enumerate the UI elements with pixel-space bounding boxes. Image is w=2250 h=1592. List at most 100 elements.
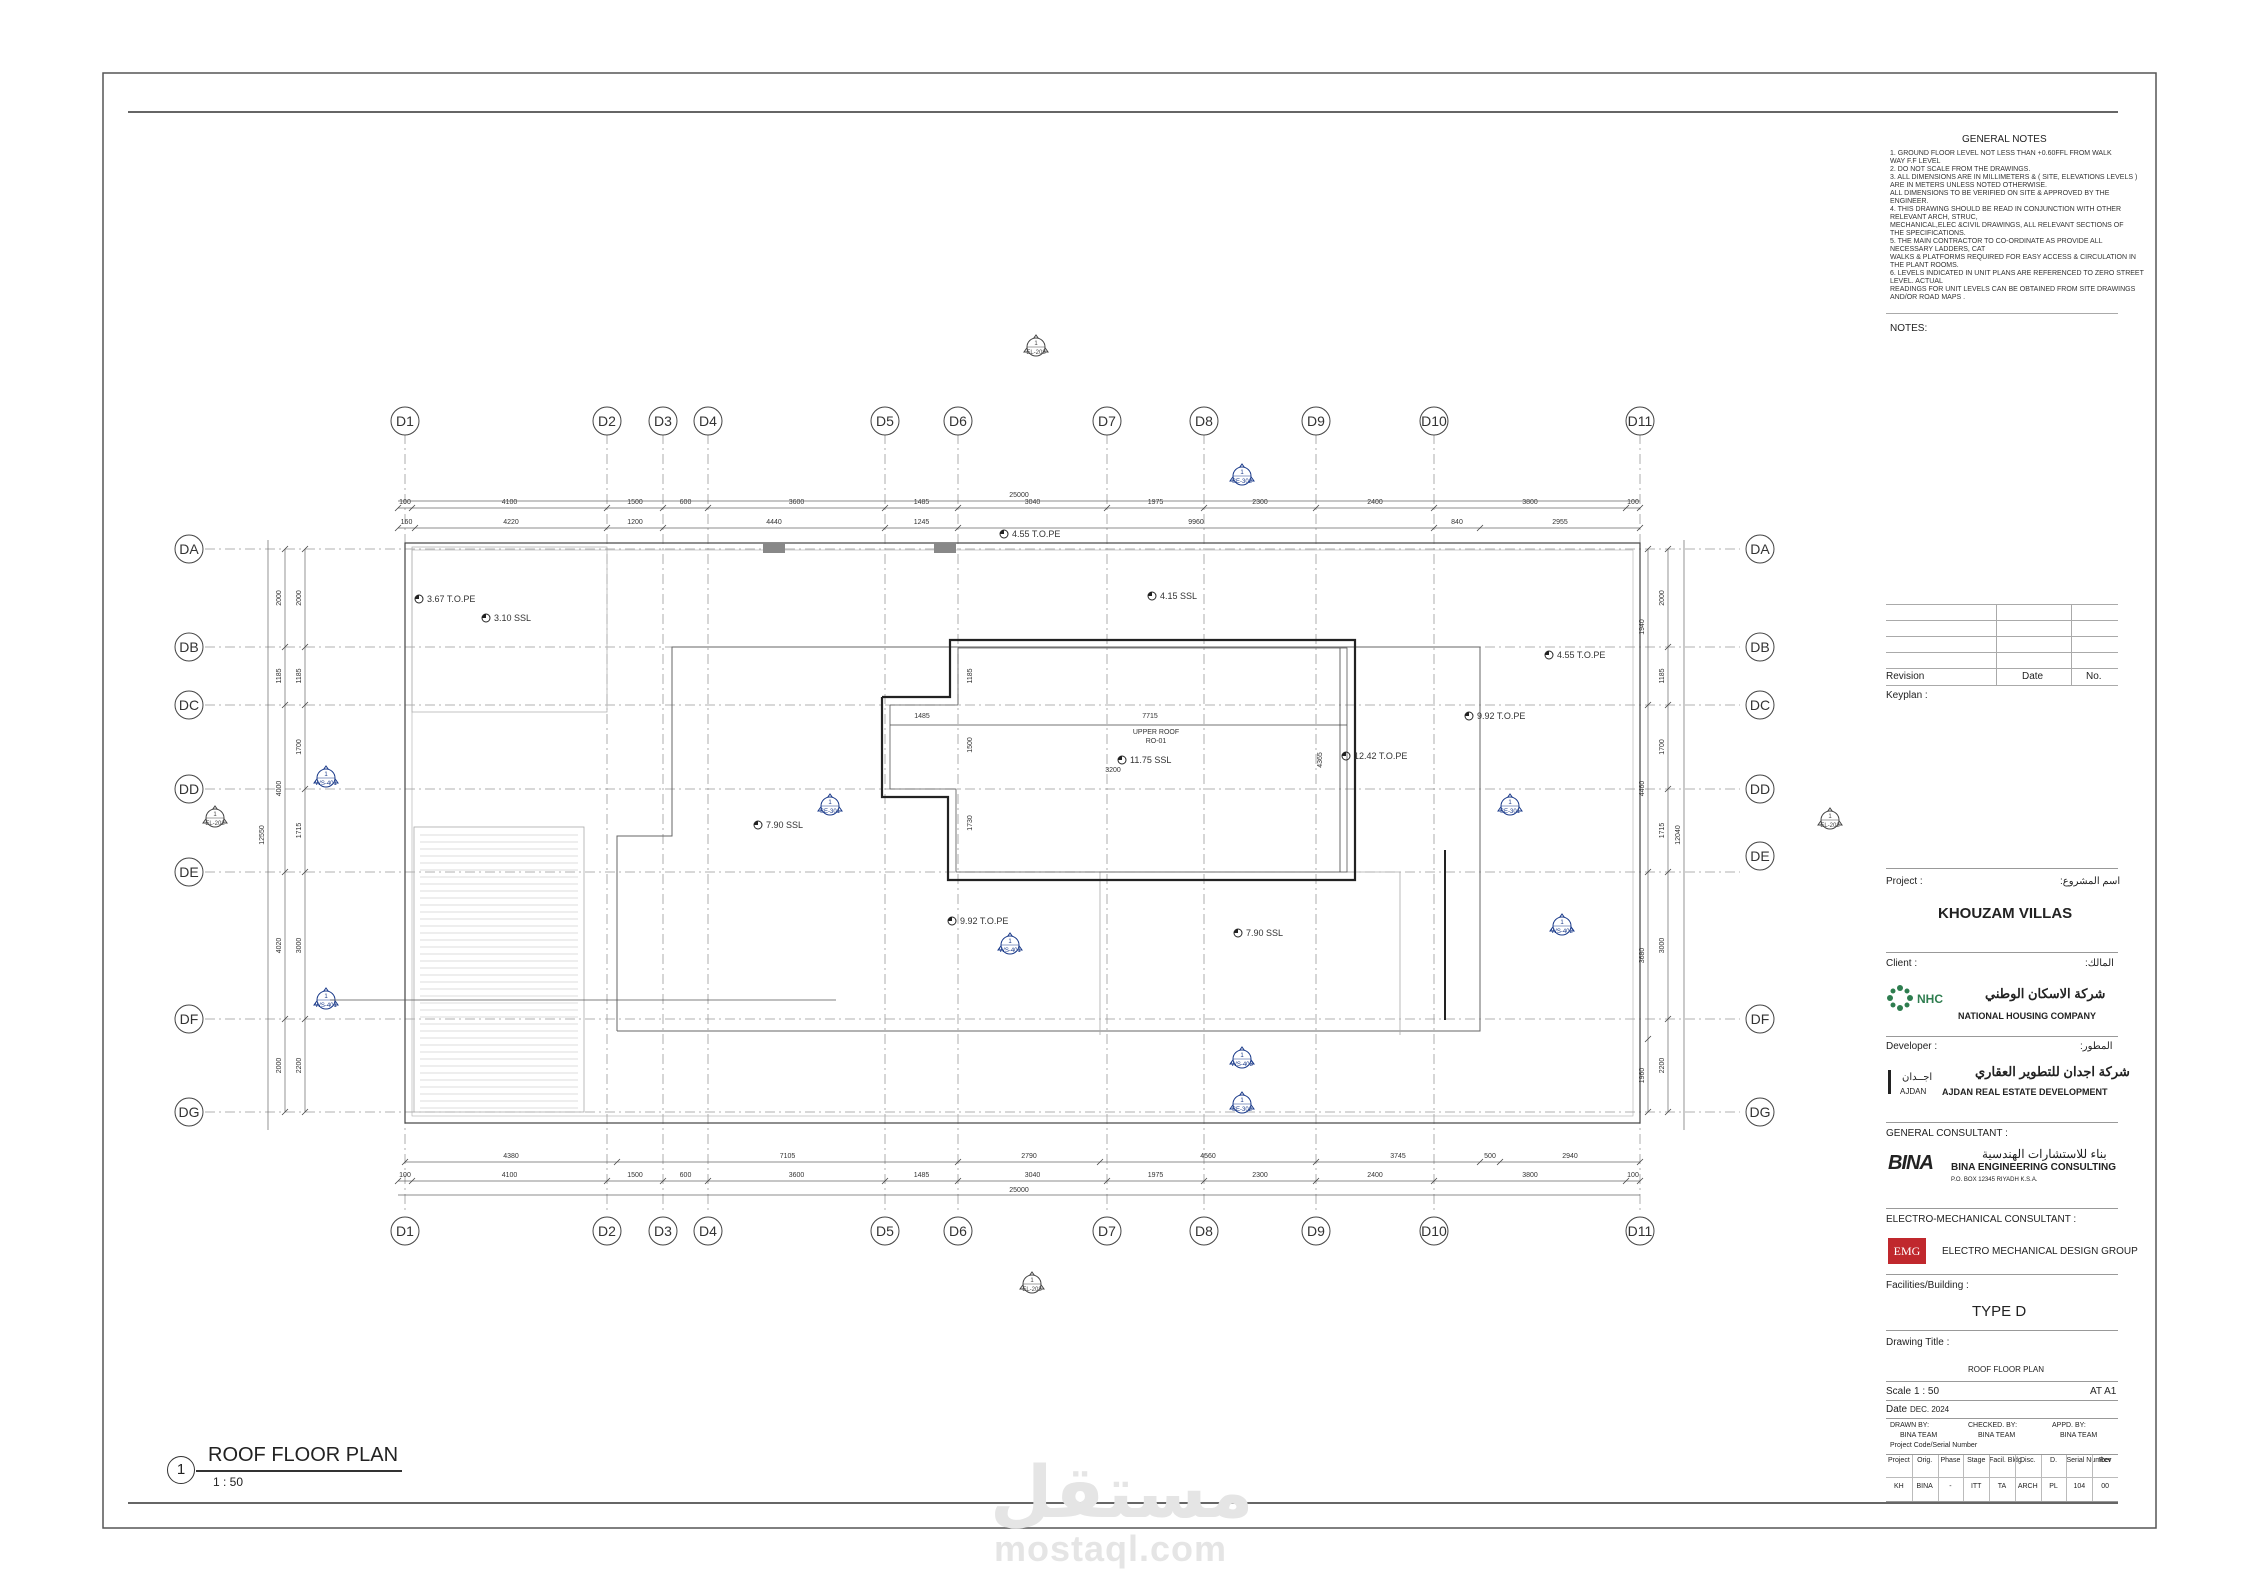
notes-label: NOTES: — [1890, 323, 1928, 334]
grid-bubble-bottom — [693, 1216, 723, 1246]
em-consultant-label: ELECTRO-MECHANICAL CONSULTANT : — [1886, 1214, 2077, 1225]
dim-top-row2-tick — [1476, 524, 1484, 532]
dim-right-inner-chain-tick — [1644, 1108, 1652, 1116]
grid-bubble-bottom-label: D1 — [396, 1223, 414, 1239]
dim-top-row2-value: 160 — [401, 519, 413, 526]
grid-bubble-bottom-label: D7 — [1098, 1223, 1116, 1239]
section-tag-icon-ref: EL-202 — [1820, 823, 1840, 829]
section-tag-icon-ref: WS-403 — [1231, 1062, 1253, 1068]
section-tag-icon-number: 1 — [324, 994, 328, 1000]
dim-bottom-row2-value: 2400 — [1367, 1172, 1383, 1179]
dim-left-outer-chain-value: 1185 — [296, 668, 303, 683]
consultant-details: P.O. BOX 12345 RIYADH K.S.A. — [1951, 1177, 2038, 1183]
nhc-logo-text: NHC — [1917, 992, 1943, 1006]
general-note-line: 1. GROUND FLOOR LEVEL NOT LESS THAN +0.6… — [1890, 150, 2112, 157]
dim-bottom-row2-value: 3040 — [1025, 1172, 1041, 1179]
serial-value-cell: TA — [1997, 1483, 2007, 1490]
dim-bottom-row2-value: 1485 — [914, 1172, 930, 1179]
view-title: ROOF FLOOR PLAN — [208, 1444, 399, 1466]
date-label: Date — [1886, 1404, 1908, 1415]
dim-bottom-row2-tick — [704, 1177, 712, 1185]
checked-by: BINA TEAM — [1978, 1432, 2016, 1439]
level-marker-fill — [1545, 651, 1549, 655]
dim-right-chain-tick — [1664, 643, 1672, 651]
grid-bubble-bottom — [592, 1216, 622, 1246]
dim-left-outer-chain-value: 1715 — [296, 823, 303, 839]
ajdan-logo-text: AJDAN — [1900, 1087, 1927, 1096]
grid-bubble-right — [1745, 1004, 1775, 1034]
grid-bubble-top — [1301, 406, 1331, 436]
dim-left-outer-chain-tick — [301, 643, 309, 651]
dim-bottom-row2-tick — [659, 1177, 667, 1185]
serial-value-cell: ARCH — [2017, 1483, 2038, 1490]
grid-bubble-bottom-label: D8 — [1195, 1223, 1213, 1239]
level-marker-fill — [1148, 592, 1152, 596]
serial-value-cell: 104 — [2073, 1483, 2086, 1490]
ajdan-logo-ar: اجــدان — [1902, 1072, 1933, 1083]
dim-top-row2-tick — [394, 524, 402, 532]
serial-value-cell: - — [1949, 1483, 1952, 1490]
dim-top-row1-tick — [954, 504, 962, 512]
grid-bubble-bottom — [870, 1216, 900, 1246]
level-label: 11.75 SSL — [1130, 755, 1171, 765]
level-label: 4.55 T.O.PE — [1012, 529, 1060, 539]
dim-right-chain-tick — [1664, 785, 1672, 793]
dim-left-outer-chain-tick — [301, 1015, 309, 1023]
dim-right-inner-chain-value: 4460 — [1639, 781, 1646, 797]
grid-bubble-left-label: DF — [180, 1011, 199, 1027]
grid-bubble-bottom-label: D10 — [1421, 1223, 1447, 1239]
grid-bubble-top-label: D7 — [1098, 413, 1116, 429]
dim-bottom-row1-tick — [401, 1158, 409, 1166]
dim-right-inner-chain-tick — [1644, 701, 1652, 709]
grid-bubble-right — [1745, 841, 1775, 871]
dim-left-outer-chain-tick — [301, 545, 309, 553]
parapet-inner — [411, 549, 1634, 1117]
grid-bubble-right-label: DE — [1750, 848, 1769, 864]
section-tag-icon-ref: WS-401 — [999, 948, 1021, 954]
dim-bottom-row2-tick — [954, 1177, 962, 1185]
dim-left-chain-value: 4000 — [276, 781, 283, 797]
dim-left-outer-chain-value: 1700 — [296, 739, 303, 755]
dim-left-chain-value: 2000 — [276, 590, 283, 606]
room-upper-left — [411, 546, 608, 713]
level-marker-fill — [1342, 752, 1346, 756]
ajdan-logo-icon — [1888, 1070, 1903, 1094]
general-note-line: AND/OR ROAD MAPS . — [1890, 294, 1966, 301]
consultant-label: GENERAL CONSULTANT : — [1886, 1128, 2008, 1139]
dim-top-row1-value: 4100 — [502, 499, 518, 506]
grid-bubble-top — [693, 406, 723, 436]
section-tag-icon-ref: EL-203 — [1022, 1287, 1042, 1293]
dim-top-row1-value: 3040 — [1025, 499, 1041, 506]
section-tag-icon-number: 1 — [828, 800, 832, 806]
dim-top-row2-tick — [603, 524, 611, 532]
grid-bubble-top-label: D10 — [1421, 413, 1447, 429]
dim-right-inner-chain-tick — [1644, 545, 1652, 553]
section-tag-icon-number: 1 — [1240, 470, 1244, 476]
serial-value-cell: BINA — [1916, 1483, 1933, 1490]
dim-top-row1-tick — [1200, 504, 1208, 512]
emg-logo: EMG — [1888, 1238, 1926, 1264]
dim-bottom-row2-tick — [603, 1177, 611, 1185]
date-header: Date — [2022, 671, 2044, 682]
drawing-title: ROOF FLOOR PLAN — [1968, 1365, 2045, 1374]
serial-header-cell: Facil. Bldg — [1989, 1457, 2022, 1464]
section-tag-icon-ref: WS-401 — [315, 1003, 337, 1009]
watermark-arabic: مستقل — [990, 1453, 1254, 1533]
section-tag-icon-ref: SE-301 — [1500, 809, 1521, 815]
dim-top-row1-value: 600 — [680, 499, 692, 506]
dim-top-row1-value: 1975 — [1148, 499, 1164, 506]
revision-header: Revision — [1886, 671, 1925, 682]
divider — [1886, 1330, 2118, 1331]
dim-top-row1-value: 100 — [1627, 499, 1639, 506]
facilities-label: Facilities/Building : — [1886, 1280, 1969, 1291]
dim-bottom-row2-value: 3800 — [1522, 1172, 1538, 1179]
dim-top-row1-tick — [659, 504, 667, 512]
no-header: No. — [2086, 671, 2102, 682]
grid-bubble-bottom-label: D6 — [949, 1223, 967, 1239]
dim-right-chain-tick — [1664, 868, 1672, 876]
dim-bottom-row2-tick — [408, 1177, 416, 1185]
central-block — [616, 646, 1481, 1032]
section-tag-icon-number: 1 — [1030, 1278, 1034, 1284]
section-tag-icon-number: 1 — [324, 772, 328, 778]
dim-bottom-row1-value: 4380 — [503, 1153, 519, 1160]
